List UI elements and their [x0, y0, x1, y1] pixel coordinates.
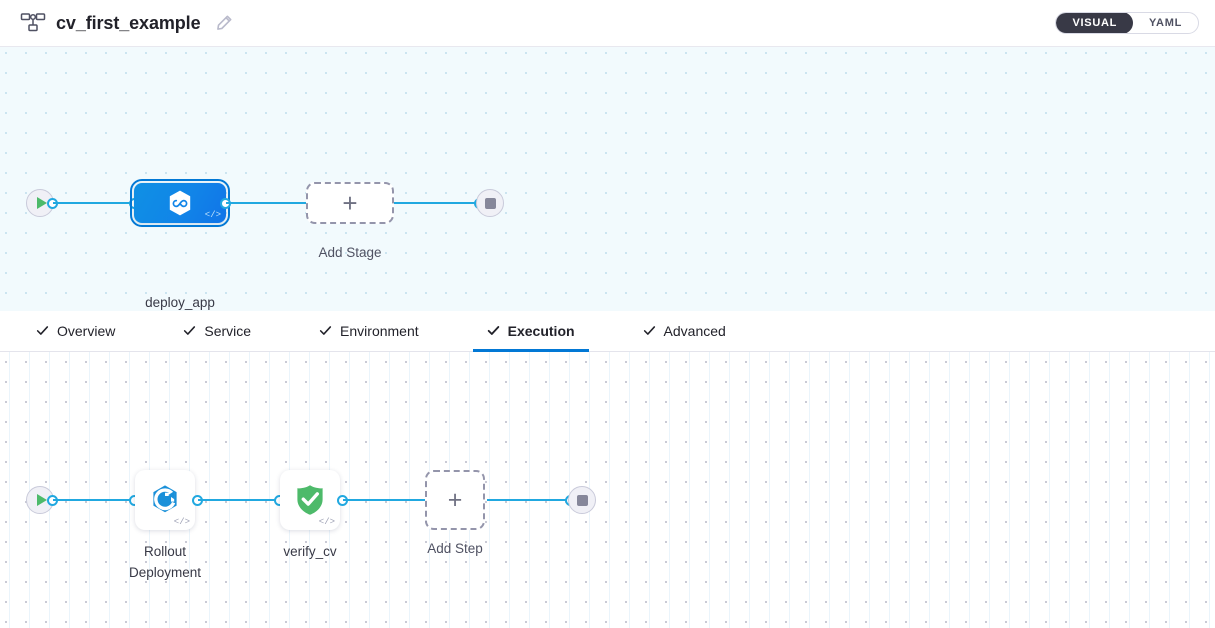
add-step-button[interactable]: + [425, 470, 485, 530]
stage-canvas[interactable]: </> deploy_app + Add Stage [0, 47, 1215, 311]
step-node-rollout-deployment[interactable]: </> [135, 470, 195, 530]
tab-advanced-label: Advanced [663, 322, 726, 339]
stage-edge-3 [394, 202, 480, 204]
plus-icon: + [447, 485, 463, 514]
step-edge-4 [487, 499, 571, 501]
stage-node-label: deploy_app [145, 295, 215, 310]
check-icon [487, 326, 499, 335]
step-label-rollout-deployment: Rollout Deployment [128, 544, 202, 580]
pipeline-header-left: cv_first_example [20, 12, 1055, 34]
harness-cd-hexagon-icon [169, 190, 191, 216]
stop-icon [484, 197, 496, 209]
step-node-verify-cv[interactable]: </> [280, 470, 340, 530]
step-label-verify-cv: verify_cv [283, 544, 337, 559]
pencil-icon[interactable] [211, 14, 233, 32]
stage-node-deploy-app[interactable]: </> [130, 179, 230, 227]
green-shield-check-icon [297, 485, 323, 515]
tab-execution[interactable]: Execution [472, 312, 589, 352]
step-end-node[interactable] [568, 486, 596, 514]
stop-icon [576, 494, 588, 506]
rollout-deployment-icon [153, 485, 177, 513]
plus-icon: + [342, 188, 358, 218]
tab-overview-label: Overview [57, 322, 116, 339]
add-stage-label: Add Stage [318, 245, 382, 260]
check-icon [319, 326, 332, 335]
stage-config-tabs[interactable]: Overview Service Environment Execution A… [0, 311, 1215, 352]
execution-steps-canvas[interactable]: </> Rollout Deployment </> verify_cv + A… [0, 352, 1215, 628]
step-edge-3 [343, 499, 425, 501]
step-edge-1 [53, 499, 135, 501]
play-icon [36, 494, 47, 506]
play-icon [36, 197, 47, 209]
tab-environment-label: Environment [340, 322, 419, 339]
pipeline-hierarchy-icon [20, 12, 46, 34]
page-title: cv_first_example [56, 12, 201, 33]
check-icon [36, 326, 49, 335]
verify-code-badge: </> [318, 517, 335, 527]
toggle-option-yaml[interactable]: YAML [1149, 17, 1182, 29]
check-icon [184, 326, 196, 335]
tab-service[interactable]: Service [169, 312, 265, 352]
stage-end-node[interactable] [476, 189, 504, 217]
step-edge-2 [198, 499, 280, 501]
stage-edge-2 [226, 202, 306, 204]
view-mode-toggle[interactable]: VISUAL YAML [1055, 12, 1199, 34]
check-icon [643, 326, 655, 335]
add-step-label: Add Step [427, 541, 483, 556]
tab-advanced[interactable]: Advanced [629, 312, 740, 352]
pipeline-header: cv_first_example VISUAL YAML [0, 0, 1215, 47]
add-stage-button[interactable]: + [306, 182, 394, 224]
tab-environment[interactable]: Environment [305, 312, 433, 352]
tab-overview[interactable]: Overview [22, 312, 129, 352]
pipeline-header-right: VISUAL YAML [1055, 12, 1199, 34]
rollout-code-badge: </> [173, 517, 190, 527]
toggle-option-visual[interactable]: VISUAL [1056, 13, 1134, 33]
stage-edge-1 [53, 202, 135, 204]
stage-code-badge: </> [204, 210, 221, 220]
tab-execution-label: Execution [507, 322, 575, 339]
tab-service-label: Service [204, 322, 252, 339]
